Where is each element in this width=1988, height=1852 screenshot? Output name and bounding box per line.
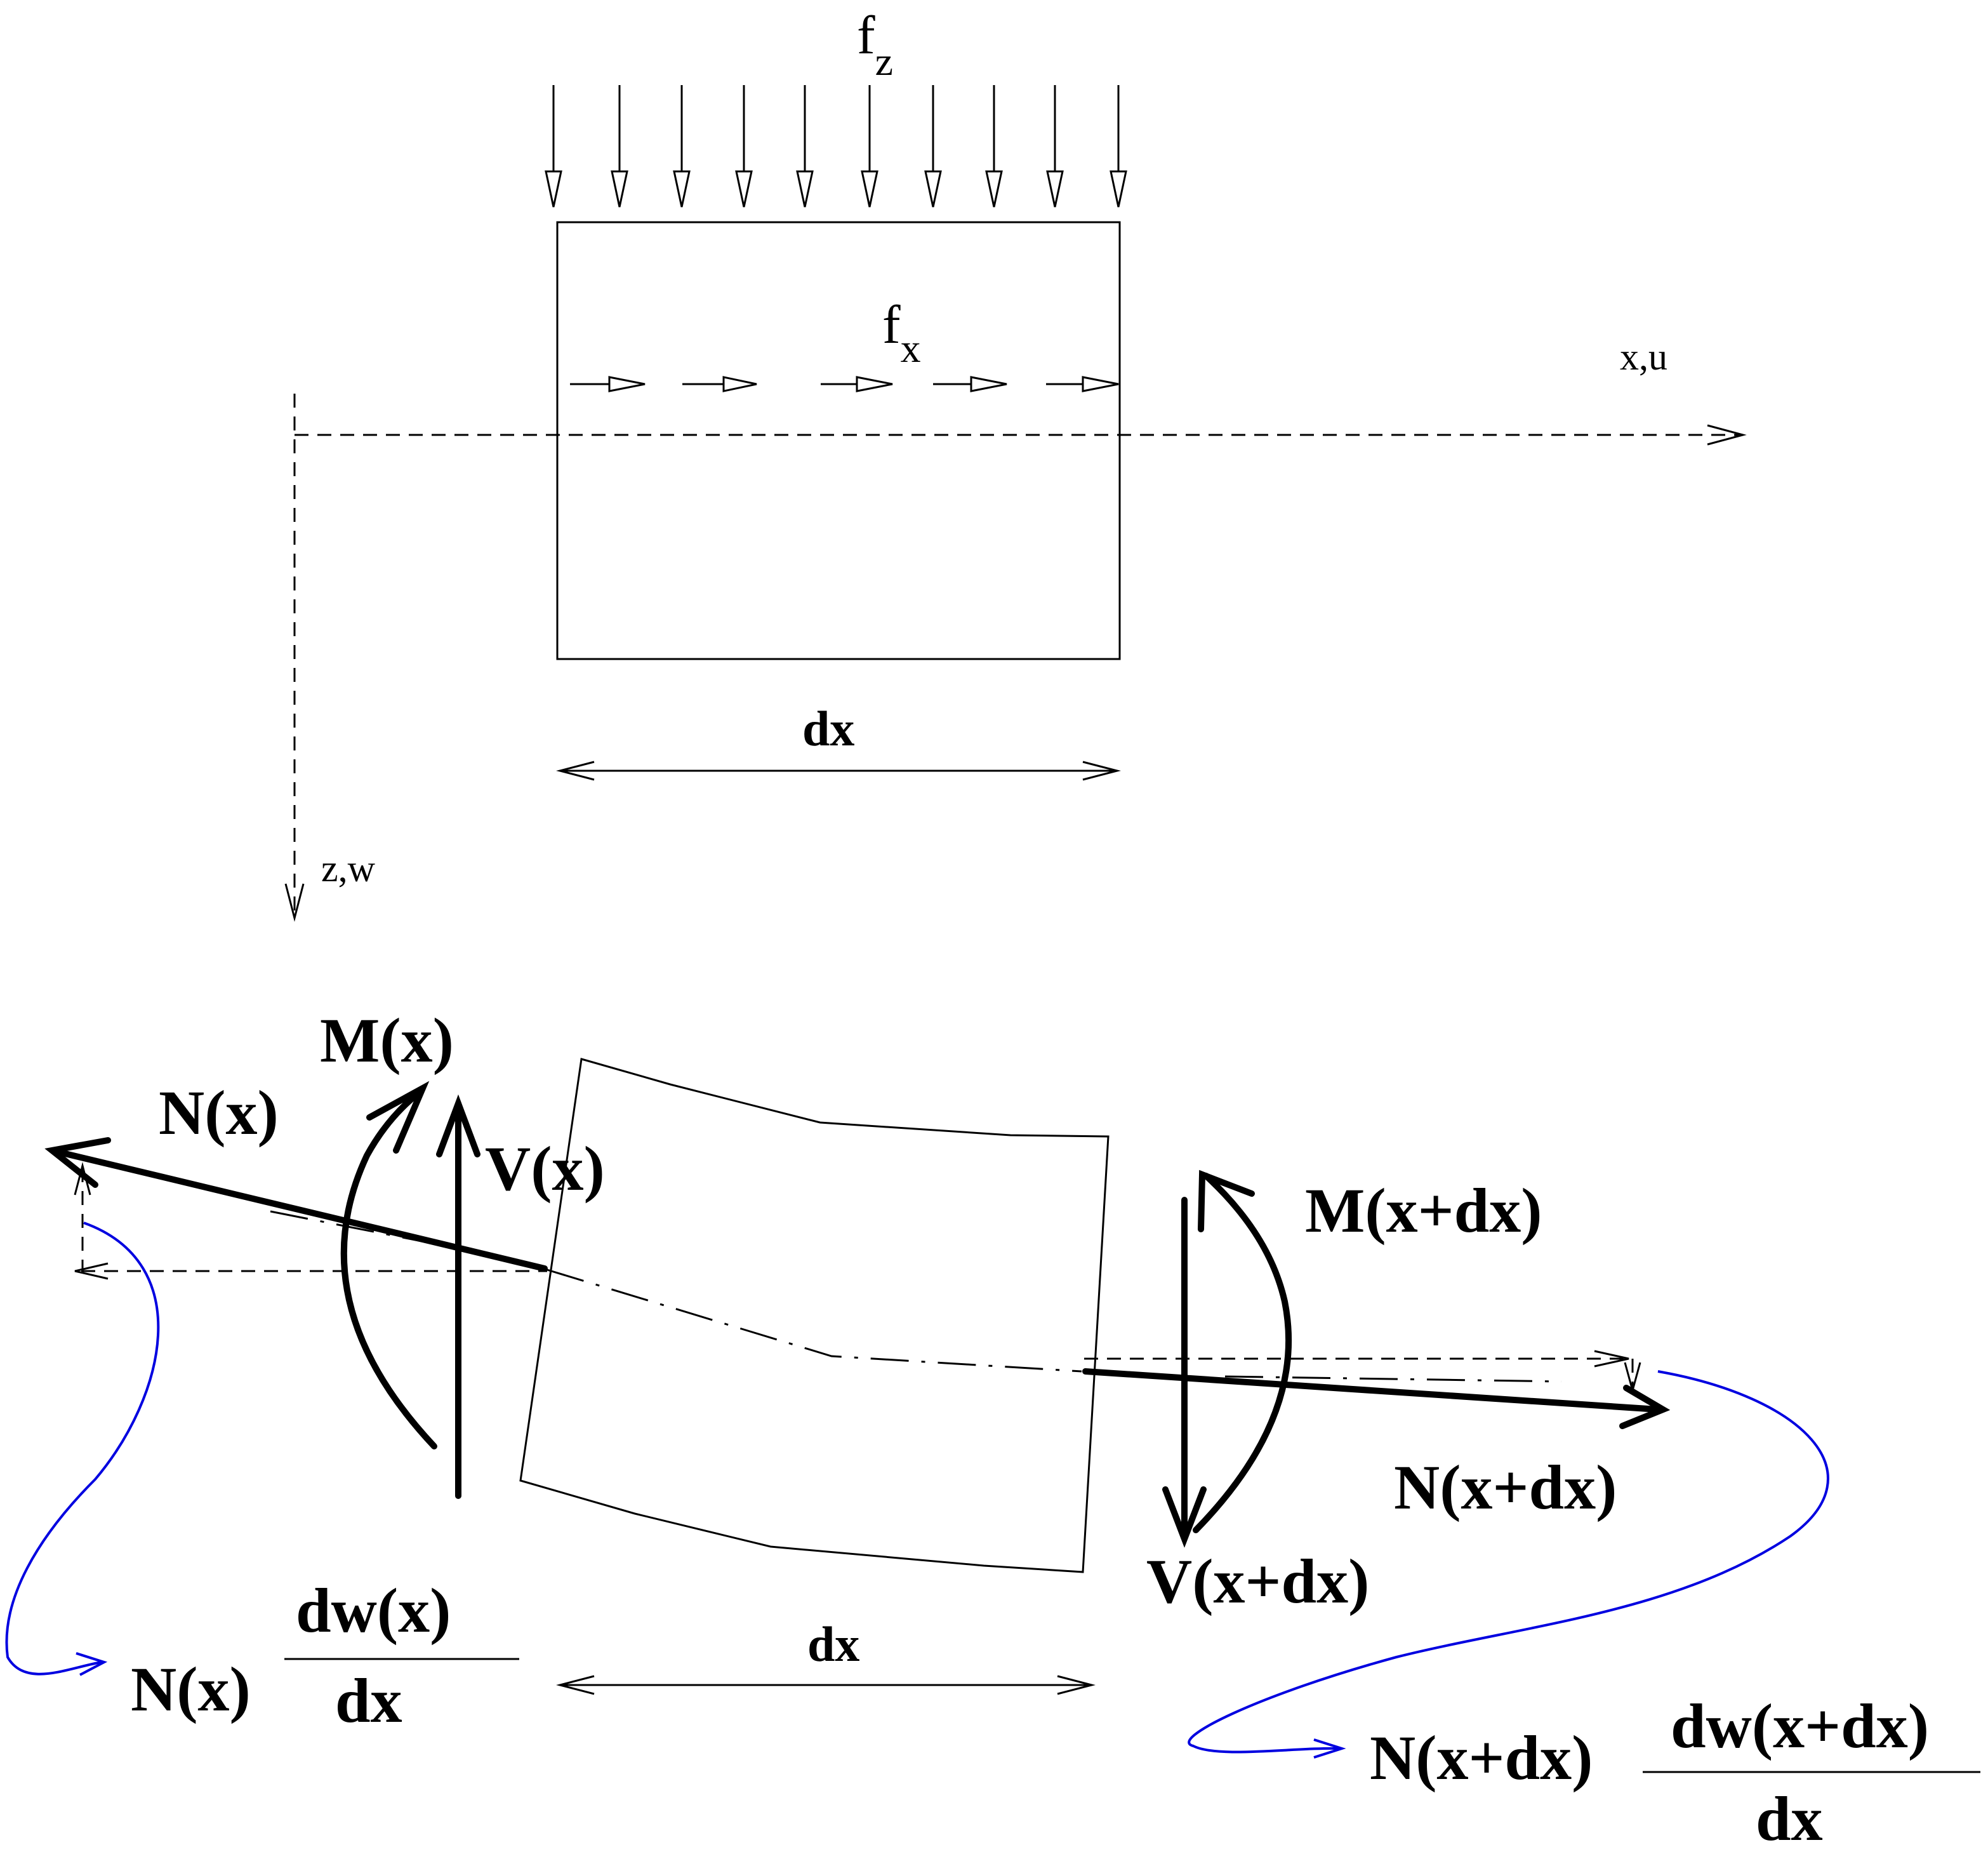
formula-right-numerator: dw(x+dx)	[1671, 1691, 1929, 1761]
M-left-moment: M(x)	[320, 1005, 454, 1449]
annotation-curve-right	[1188, 1370, 1829, 1759]
formula-right: N(x+dx) dw(x+dx) dx	[1370, 1691, 1980, 1852]
z-axis-label: z,w	[321, 848, 376, 889]
V-left-force: V(x)	[436, 1094, 605, 1499]
reference-lines-right	[1084, 1350, 1641, 1394]
fx-label: fx	[882, 294, 921, 371]
V-right-label: V(x+dx)	[1146, 1546, 1369, 1616]
beam-element-deformed	[519, 1058, 1110, 1573]
distributed-load-fx: fx	[570, 294, 1119, 392]
M-right-label: M(x+dx)	[1305, 1175, 1542, 1246]
M-right-moment: M(x+dx)	[1193, 1169, 1542, 1533]
formula-left-factor: N(x)	[131, 1654, 251, 1724]
x-axis-label: x,u	[1620, 336, 1667, 378]
fz-arrowheads	[545, 170, 1127, 208]
dx-label-top: dx	[802, 701, 854, 756]
V-right-force: V(x+dx)	[1146, 1197, 1369, 1616]
formula-left: N(x) dw(x) dx	[131, 1575, 519, 1736]
N-right-label: N(x+dx)	[1394, 1452, 1617, 1522]
distributed-load-fz: fz	[545, 4, 1127, 208]
neutral-axis-deformed	[547, 1269, 1082, 1373]
N-left-force: N(x)	[44, 1077, 548, 1272]
V-left-label: V(x)	[485, 1133, 605, 1204]
N-left-label: N(x)	[159, 1077, 279, 1148]
dx-label-bottom: dx	[807, 1616, 859, 1672]
z-axis: z,w	[284, 394, 376, 922]
beam-element-undeformed	[556, 221, 1121, 660]
formula-right-denominator: dx	[1756, 1783, 1823, 1852]
fz-label: fz	[857, 4, 893, 84]
x-axis: x,u	[295, 336, 1747, 446]
reference-lines-left	[74, 1162, 547, 1280]
dx-dimension-top: dx	[556, 701, 1121, 781]
formula-right-factor: N(x+dx)	[1370, 1722, 1593, 1793]
formula-left-numerator: dw(x)	[296, 1575, 451, 1646]
dx-dimension-bottom: dx	[556, 1616, 1096, 1695]
M-left-label: M(x)	[320, 1005, 454, 1076]
N-right-force: N(x+dx)	[1082, 1368, 1671, 1522]
annotation-curve-left	[5, 1222, 160, 1676]
fz-arrows	[552, 85, 1120, 171]
formula-left-denominator: dx	[335, 1665, 402, 1736]
